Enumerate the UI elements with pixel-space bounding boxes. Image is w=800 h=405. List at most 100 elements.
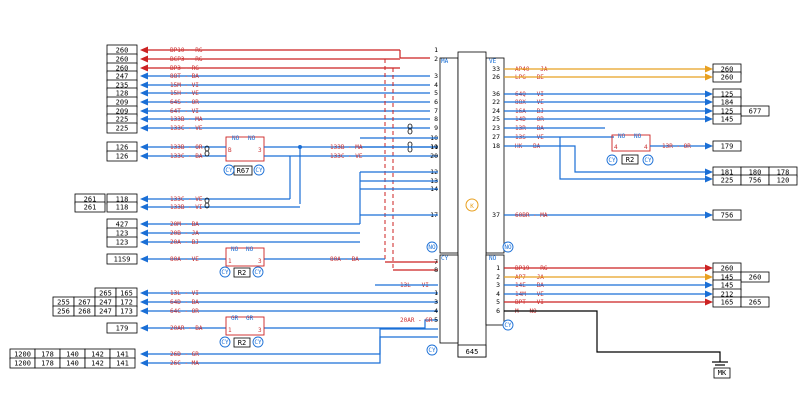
arrow-left-icon <box>140 255 148 263</box>
relay-r2b-cy-badge-text: CY <box>254 339 262 346</box>
relay-r67-cy-badge <box>223 164 235 176</box>
component-id-box <box>457 344 487 358</box>
left-lowest-label: 26D - GR <box>170 351 199 358</box>
left-lowest-label: 26C - MA <box>170 360 199 367</box>
left-lowest-box <box>109 357 136 369</box>
connector-label-ma: MA <box>441 58 449 65</box>
connector-label-cy: CY <box>441 255 449 262</box>
pin-label: 7 <box>434 258 438 266</box>
r2c-label: 13R - OR <box>662 143 691 150</box>
arrow-left-icon <box>140 152 148 160</box>
right-top-label: 125 <box>721 108 734 116</box>
relay-r2c-cy-badge <box>642 154 654 166</box>
left-mid-label: 427 <box>116 221 129 229</box>
left-top-wire-label: 133B - MA <box>170 116 203 123</box>
r67-wire-mid-label: 133C - VE <box>330 153 363 160</box>
left-lowest-label: 141 <box>116 360 129 368</box>
right-bottom-label: 265 <box>749 299 762 307</box>
left-bottom-label: 173 <box>120 308 133 316</box>
pin-label: 23 <box>492 124 500 132</box>
left-lowest-label: 142 <box>91 351 104 359</box>
connector-no-left-badge <box>426 241 438 253</box>
pair-wire-label: 133B - VI <box>170 204 203 211</box>
pin-label: 36 <box>492 90 500 98</box>
relay-pin: 3 <box>258 147 262 154</box>
arrow-left-icon <box>140 64 148 72</box>
left-top-wire-label: BP10 - RG <box>170 47 203 54</box>
arrow-left-icon <box>140 89 148 97</box>
r2a-left-label: 80A - VE <box>170 256 199 263</box>
right-top-label: 260 <box>721 66 734 74</box>
right-top-label: 125 <box>721 91 734 99</box>
arrow-left-icon <box>140 220 148 228</box>
arrow-right-icon <box>705 175 713 183</box>
left-lowest-label: 178 <box>41 351 54 359</box>
left-mid-wire-label: 20B - JA <box>170 230 199 237</box>
left-bottom-label: 256 <box>57 308 70 316</box>
left-top-wire-label: BCP3 - RG <box>170 56 203 63</box>
relay-r2a-cy-badge-text: CY <box>221 269 229 276</box>
left-top-label: 235 <box>116 82 129 90</box>
arrow-right-icon <box>705 168 713 176</box>
connector-cy-right-badge-text: CY <box>504 322 512 329</box>
left-bottom-label: 255 <box>57 299 70 307</box>
left-top-label: 225 <box>116 125 129 133</box>
connector-cy-left-badge <box>426 344 438 356</box>
left-mid-box <box>106 236 138 248</box>
arrow-right-icon <box>705 115 713 123</box>
pair-a-label: 261 <box>84 204 97 212</box>
pin-label: 5 <box>434 316 438 324</box>
left-mid-label: 123 <box>116 230 129 238</box>
relay-r2b-cy-badge <box>219 336 231 348</box>
arrow-right-icon <box>705 107 713 115</box>
pin-label: 2 <box>496 273 500 281</box>
relay-pin: 4 <box>644 144 648 151</box>
right-top-box <box>740 105 770 117</box>
relay-r2c-cy-badge-text: CY <box>644 157 652 164</box>
twist-icon <box>407 141 413 148</box>
pair-b-label: 118 <box>116 196 129 204</box>
right-bottom-label: 165 <box>721 299 734 307</box>
arrow-left-icon <box>140 55 148 63</box>
pin-label: 9 <box>434 124 438 132</box>
pin-label: 6 <box>434 98 438 106</box>
pin-label: 22 <box>492 98 500 106</box>
pin-label: 8 <box>434 266 438 274</box>
arrow-left-icon <box>140 359 148 367</box>
r2c-label: 179 <box>721 143 734 151</box>
component-symbol: K <box>470 203 474 210</box>
right-top-label: 260 <box>721 74 734 82</box>
left-lowest-label: 140 <box>66 351 79 359</box>
left-top-wire-label: 133C - VE <box>170 125 203 132</box>
r2b-wire-out <box>264 319 438 329</box>
left-mid-wire-label: 20M - BA <box>170 221 199 228</box>
left-top-label: 225 <box>116 116 129 124</box>
relay-pin: 1 <box>228 327 232 334</box>
pin-label: 25 <box>492 115 500 123</box>
left-bottom-label: 64C - OR <box>170 308 199 315</box>
twist-icon <box>204 202 210 209</box>
right-multi-box <box>768 174 798 186</box>
right-top-box <box>712 113 742 125</box>
connector-block-left-bottom <box>439 254 459 344</box>
relay-r2a-name: R2 <box>238 269 246 277</box>
r2a-right-label: 80A - BA <box>330 256 359 263</box>
left-top-label: 260 <box>116 47 129 55</box>
arrow-right-icon <box>705 290 713 298</box>
right-bottom-label: 145 <box>721 274 734 282</box>
pin-label: 37 <box>492 211 500 219</box>
pair-b-label: 118 <box>116 204 129 212</box>
relay-r67-cy-badge-text: CY <box>225 167 233 174</box>
right-multi-label: 756 <box>749 177 762 185</box>
pair-a-box <box>74 201 106 213</box>
relay-r2c-cy-badge <box>606 154 618 166</box>
relay-contact: NO <box>231 246 239 253</box>
component-id: 645 <box>466 348 479 356</box>
left-bottom-label: 165 <box>120 290 133 298</box>
left-lowest-label: 141 <box>116 351 129 359</box>
left-top-wire-label: 15H - VE <box>170 90 199 97</box>
pin-label: 27 <box>492 133 500 141</box>
pin-label: 4 <box>434 81 438 89</box>
left-lowest-label: 1200 <box>14 360 31 368</box>
